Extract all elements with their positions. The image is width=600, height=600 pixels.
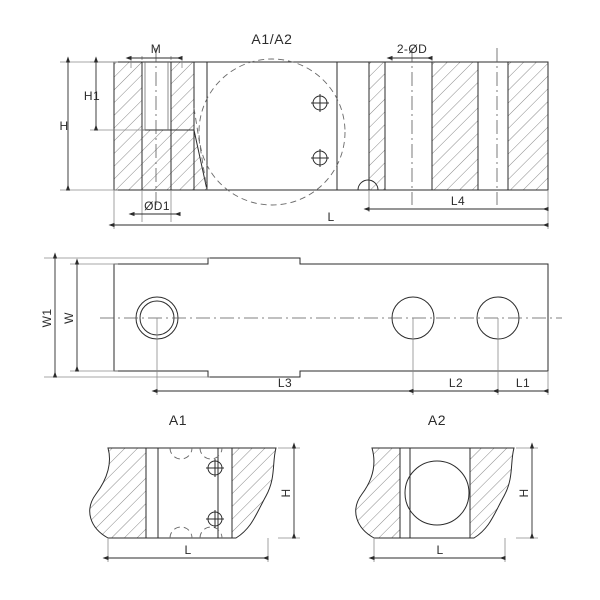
dimension-w-label: W [62,312,76,324]
detail-a1-crosshair-icon-upper [206,459,224,477]
detail-callout-circle [198,58,346,206]
dimension-two-phi-d: 2-ØD [386,42,433,62]
plan-view: W1 W L3 L2 L1 [40,252,562,395]
detail-a1-left-flank [90,448,146,538]
dimension-l3-label: L3 [278,376,292,390]
dimension-h: H [59,56,118,191]
dimension-m: M [125,42,183,68]
detail-a2-left-flank-hatch [355,448,400,538]
detail-a1-body [146,448,232,538]
plan-view-outline [114,258,548,377]
detail-a1-left-flank-hatch [89,448,146,538]
detail-a1-right-flank-hatch [232,448,276,538]
dimension-w1-label: W1 [40,309,54,328]
dimension-l2: L2 [407,376,499,394]
dimension-h-label: H [59,119,68,133]
dimension-l1-label: L1 [516,376,530,390]
detail-a2-dimension-h: H [516,442,538,539]
relief-notch [358,180,378,190]
dimension-w: W [62,258,118,372]
front-view: A1/A2 M H H1 ØD1 [59,31,549,229]
detail-a1-dimension-l: L [102,538,269,562]
detail-a2-label: A2 [428,412,446,428]
detail-a1: A1 H [90,412,300,562]
dimension-l1: L1 [492,376,549,394]
dimension-l4: L4 [363,190,549,212]
dimension-l: L [108,190,549,229]
detail-a1-right-flank [232,448,276,538]
detail-a1-dimension-h: H [278,442,300,539]
detail-a2: A2 H L [356,412,538,562]
detail-callout-label: A1/A2 [251,31,292,47]
dimension-d1: ØD1 [128,190,181,222]
dimension-l4-label: L4 [451,194,465,208]
detail-a2-right-flank-hatch [470,448,514,538]
crosshair-icon-upper [311,94,329,112]
dimension-w1: W1 [40,252,210,378]
detail-a2-dimension-h-label: H [517,488,531,497]
dimension-l3: L3 [151,376,414,394]
detail-a1-scallop-bottom-left [169,526,193,539]
detail-a1-scallop-top-left [169,447,193,460]
detail-a1-dimension-l-label: L [184,543,191,557]
dimension-h1-label: H1 [84,89,100,103]
front-view-section-hatching [114,62,548,190]
detail-a1-label: A1 [169,412,187,428]
dimension-l-label: L [327,210,334,224]
detail-a2-dimension-l-label: L [436,543,443,557]
detail-a1-scallop-top-right [199,447,223,460]
detail-a2-dimension-l: L [368,538,506,562]
detail-a1-scallop-bottom-right [199,526,223,539]
detail-a2-body [400,448,470,538]
bore-d1 [142,130,171,190]
detail-a2-bore [405,461,469,525]
dimension-two-phi-d-label: 2-ØD [397,42,427,56]
dimension-l2-label: L2 [449,376,463,390]
dimension-d1-label: ØD1 [144,199,170,213]
hidden-taper-line [193,107,208,191]
detail-a1-crosshair-icon-lower [206,510,224,528]
dimension-m-label: M [151,42,161,56]
crosshair-icon-lower [311,149,329,167]
detail-a2-left-flank [356,448,400,538]
detail-a2-right-flank [470,448,514,538]
dimension-h1: H1 [84,56,145,131]
detail-a1-dimension-h-label: H [279,488,293,497]
threaded-hole-m [142,62,171,130]
